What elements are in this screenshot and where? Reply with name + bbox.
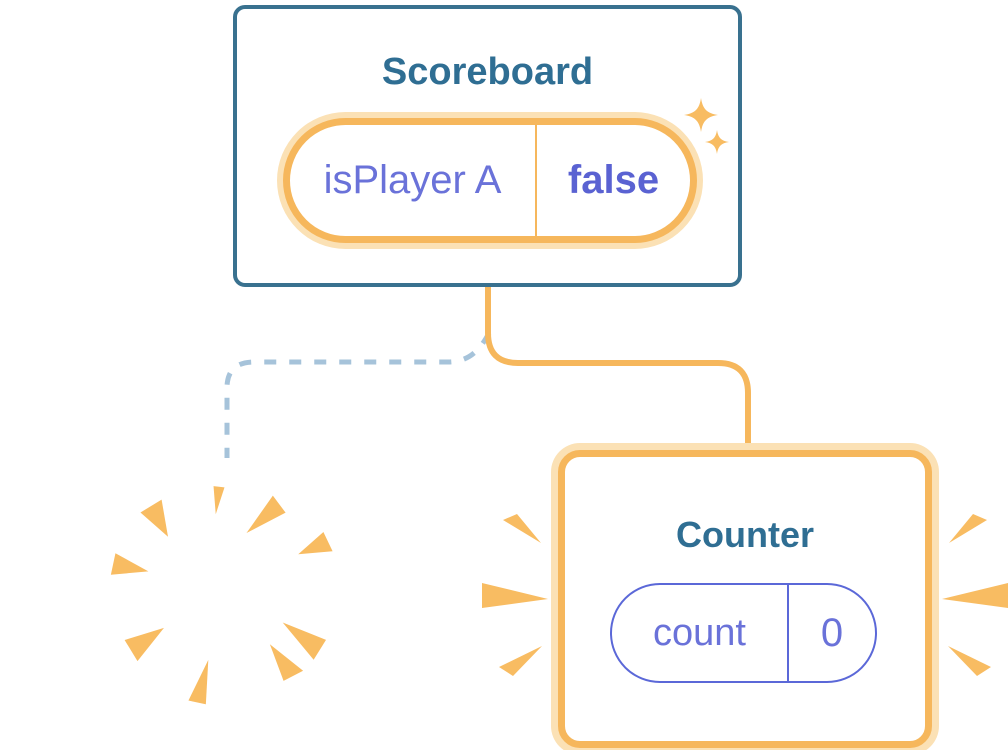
emphasis-rays-right-icon	[942, 514, 1008, 676]
removed-connector-dashed-line	[224, 331, 492, 458]
poof-burst-icon	[110, 486, 333, 706]
emphasis-rays-left-icon	[482, 514, 548, 676]
state-label: isPlayer A	[323, 158, 502, 202]
state-connector-line	[485, 286, 751, 455]
state-pill: count 0	[610, 583, 877, 683]
state-value: 0	[787, 585, 875, 681]
sparkle-icon	[684, 98, 718, 132]
scoreboard-component-card: Scoreboard isPlayer A false	[233, 5, 742, 287]
state-label: count	[653, 611, 746, 654]
component-title: Scoreboard	[381, 51, 594, 93]
removed-component-card	[84, 453, 368, 729]
sparkle-icon	[705, 130, 729, 154]
state-value: false	[535, 125, 690, 236]
state-pill: isPlayer A false	[283, 118, 697, 243]
component-title: Counter	[676, 514, 814, 555]
counter-component-card: Counter count 0	[558, 450, 932, 748]
